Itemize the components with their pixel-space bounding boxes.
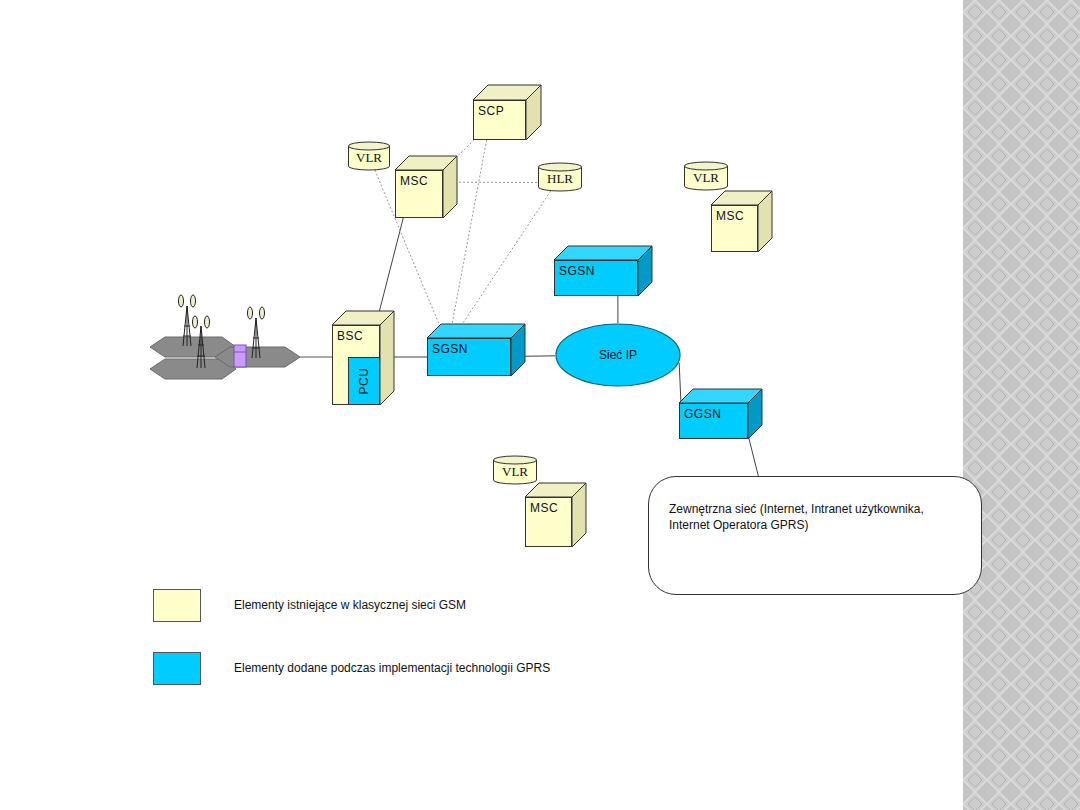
- network-link: [748, 435, 758, 476]
- node-label: Zewnętrzna sieć (Internet, Intranet użyt…: [669, 501, 934, 533]
- legend-label: Elementy dodane podczas implementacji te…: [234, 661, 550, 675]
- network-link: [679, 363, 681, 403]
- radio-cells: [150, 295, 332, 379]
- legend-swatch: [153, 589, 201, 622]
- vlr-database: VLR: [493, 456, 537, 484]
- network-link: [617, 296, 618, 323]
- external-network-box: Zewnętrzna sieć (Internet, Intranet użyt…: [648, 476, 982, 595]
- legend-label: Elementy istniejące w klasycznej sieci G…: [234, 598, 466, 612]
- msc-box: MSC: [711, 205, 758, 252]
- network-link: [376, 218, 403, 325]
- hlr-database: HLR: [538, 163, 582, 191]
- node-label: SCP: [478, 104, 504, 118]
- signalling-link: [443, 140, 474, 170]
- node-label: SGSN: [559, 264, 595, 278]
- network-link: [380, 357, 427, 358]
- node-label: Sieć IP: [599, 348, 637, 362]
- node-label: MSC: [400, 174, 428, 188]
- node-label: BSC: [337, 329, 363, 343]
- vlr-database: VLR: [684, 162, 728, 190]
- bsc-box: BSC PCU: [332, 325, 380, 405]
- node-label: MSC: [530, 501, 558, 515]
- node-label: SGSN: [432, 342, 468, 356]
- ip-network-ellipse: Sieć IP: [555, 323, 681, 387]
- signalling-link: [375, 170, 445, 338]
- legend-swatch: [153, 652, 201, 685]
- node-label: VLR: [502, 464, 528, 480]
- side-strip: [963, 0, 1080, 810]
- node-label: PCU: [357, 368, 371, 395]
- signalling-link: [453, 191, 551, 338]
- ggsn-box: GGSN: [679, 403, 748, 439]
- sgsn-box: SGSN: [427, 338, 511, 376]
- msc-box: MSC: [395, 170, 443, 218]
- scp-box: SCP: [473, 100, 526, 140]
- node-label: VLR: [693, 170, 719, 186]
- sgsn-box: SGSN: [554, 260, 638, 296]
- signalling-link: [443, 182, 538, 183]
- pcu-box: PCU: [348, 357, 380, 405]
- network-link: [511, 355, 555, 357]
- node-label: MSC: [716, 209, 744, 223]
- node-label: VLR: [356, 150, 382, 166]
- vlr-database: VLR: [348, 142, 390, 170]
- msc-box: MSC: [525, 497, 572, 547]
- signalling-link: [449, 140, 486, 338]
- node-label: HLR: [547, 171, 573, 187]
- node-label: GGSN: [684, 407, 721, 421]
